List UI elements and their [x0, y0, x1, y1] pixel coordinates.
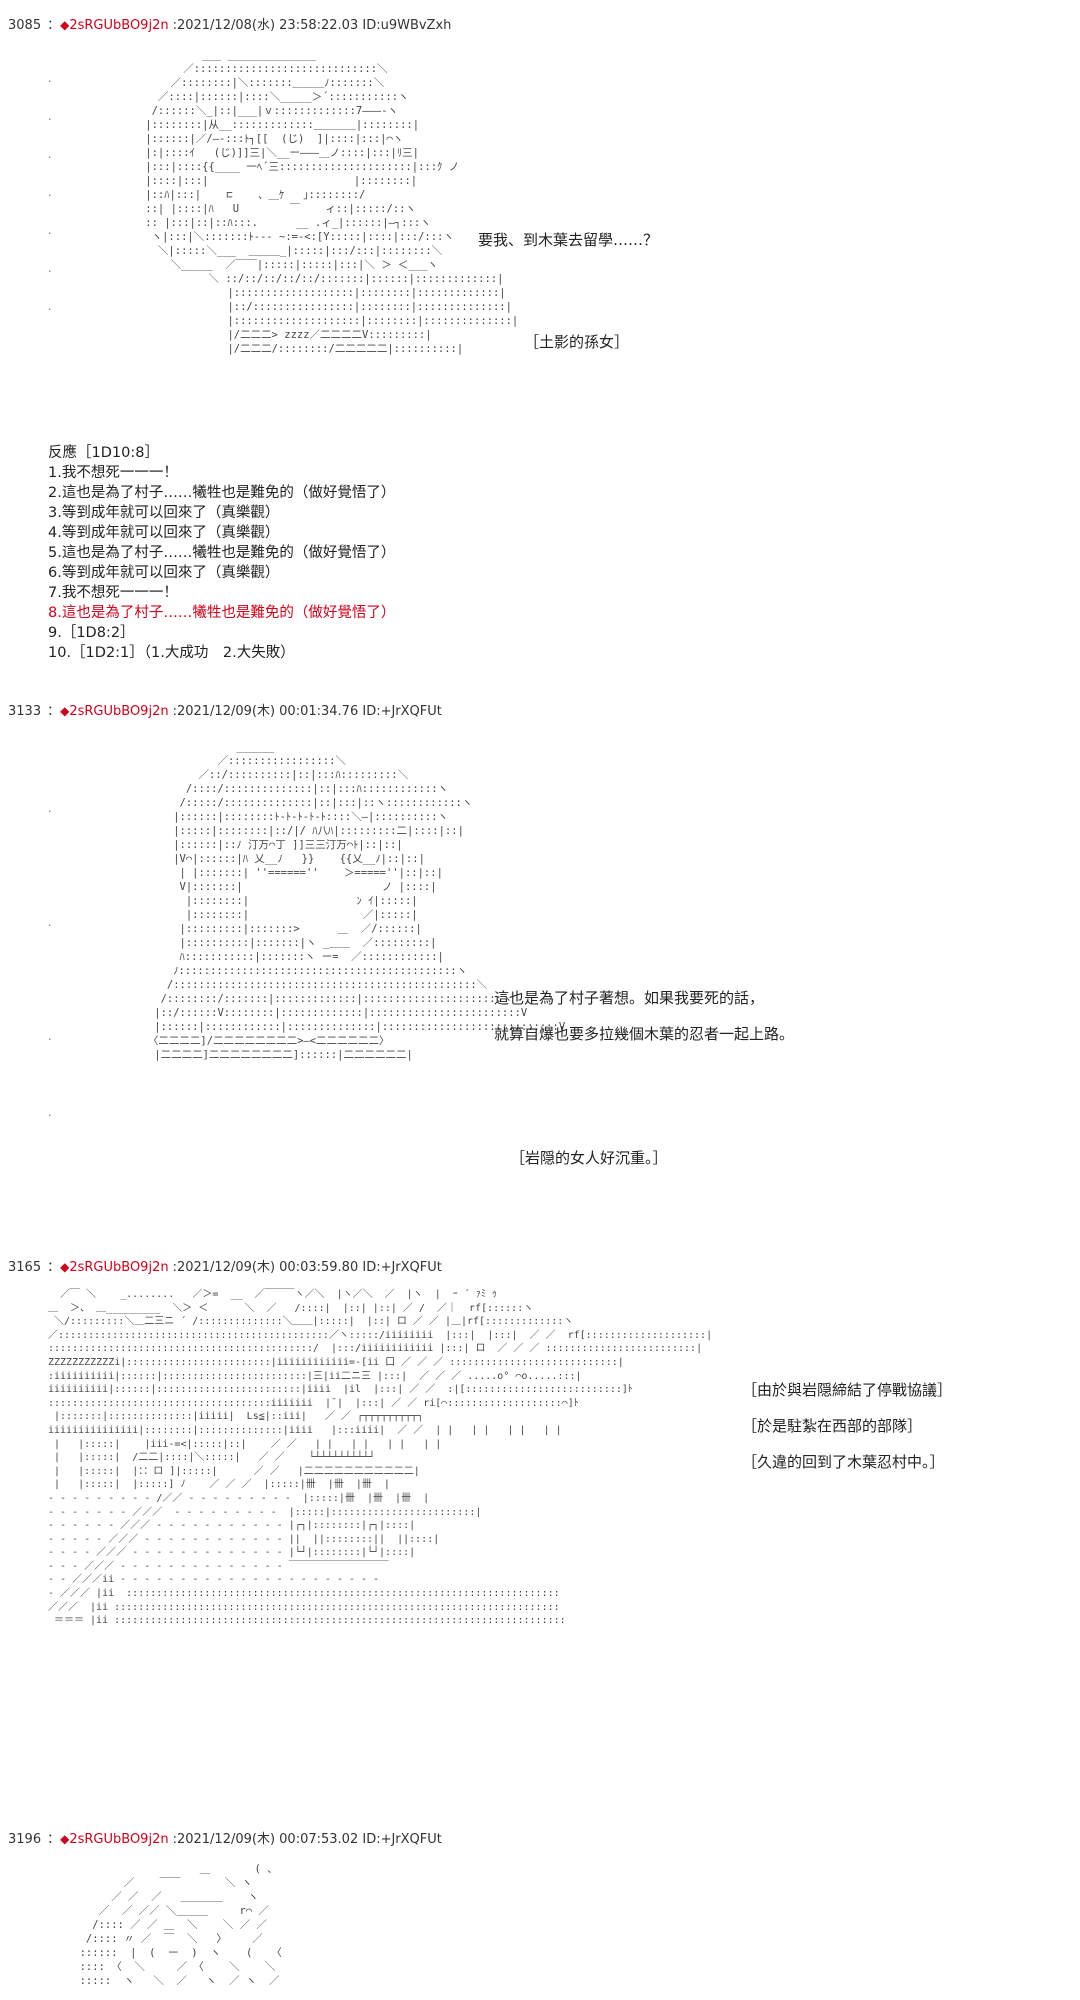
- reaction-item: 9.［1D8:2］: [48, 625, 135, 641]
- margin-dots: . . . . . . .: [48, 72, 52, 313]
- ascii-art-village: ／￣ ＼ _........ ／＞= __ ／￣￣￣ヽ／＼ |ヽ／＼ ／ |ヽ …: [48, 1289, 713, 1627]
- post-header: 3085 ：◆2sRGUbBO9j2n:2021/12/08(水) 23:58:2…: [8, 14, 451, 33]
- reaction-item: 2.這也是為了村子……犧牲也是難免的（做好覺悟了）: [48, 485, 396, 501]
- reaction-item: 6.等到成年就可以回來了（真樂觀）: [48, 565, 280, 581]
- post-trip[interactable]: 2sRGUbBO9j2n: [69, 704, 169, 719]
- reaction-list: 反應［1D10:8］ 1.我不想死一一一！ 2.這也是為了村子……犧牲也是難免的…: [48, 443, 395, 663]
- reaction-item-selected: 8.這也是為了村子……犧牲也是難免的（做好覺悟了）: [48, 605, 396, 621]
- post-meta: :2021/12/08(水) 23:58:22.03 ID:u9WBvZxh: [172, 18, 452, 33]
- trip-diamond-icon: ◆: [60, 1832, 70, 1846]
- post-separator: ：: [47, 1832, 61, 1847]
- post-number[interactable]: 3196: [8, 1832, 42, 1847]
- dialog-caption: ［於是駐紮在西部的部隊］: [742, 1417, 923, 1435]
- post-meta: :2021/12/09(木) 00:03:59.80 ID:+JrXQFUt: [172, 1260, 442, 1275]
- post-meta: :2021/12/09(木) 00:07:53.02 ID:+JrXQFUt: [172, 1832, 442, 1847]
- ascii-art-girl: ___ ______________ ／::::::::::::::::::::…: [145, 49, 519, 355]
- post-header: 3196 ：◆2sRGUbBO9j2n:2021/12/09(木) 00:07:5…: [8, 1828, 442, 1847]
- post-number[interactable]: 3085: [8, 18, 42, 33]
- dialog-line: 要我、到木葉去留學……？: [478, 231, 659, 249]
- reaction-title: 反應［1D10:8］: [48, 445, 159, 461]
- reaction-item: 5.這也是為了村子……犧牲也是難免的（做好覺悟了）: [48, 545, 396, 561]
- dialog-caption: ［由於與岩隠締結了停戰協議］: [742, 1381, 953, 1399]
- dialog-caption: ［岩隠的女人好沉重。］: [510, 1149, 668, 1167]
- reaction-item: 1.我不想死一一一！: [48, 465, 178, 481]
- ascii-art-girl-2: ______ ／:::::::::::::::::＼ ／::/:::::::::…: [147, 741, 566, 1061]
- dialog-line: 這也是為了村子著想。如果我要死的話，: [494, 989, 765, 1007]
- post-trip[interactable]: 2sRGUbBO9j2n: [69, 18, 169, 33]
- post-header: 3165 ：◆2sRGUbBO9j2n:2021/12/09(木) 00:03:5…: [8, 1256, 442, 1275]
- trip-diamond-icon: ◆: [60, 1260, 70, 1274]
- reaction-item: 7.我不想死一一一！: [48, 585, 178, 601]
- post-separator: ：: [47, 1260, 61, 1275]
- margin-dots: . . . .: [48, 802, 52, 1119]
- trip-diamond-icon: ◆: [60, 704, 70, 718]
- ascii-art-partial: ＿ ( 、 ／ ￣￣ ＼ ヽ ／ ／ ／ ＿＿＿＿ ヽ ／ ／ ／／ ＼＿＿＿ …: [79, 1863, 282, 1987]
- post-trip[interactable]: 2sRGUbBO9j2n: [69, 1832, 169, 1847]
- post-separator: ：: [47, 18, 61, 33]
- reaction-item: 3.等到成年就可以回來了（真樂觀）: [48, 505, 280, 521]
- post-number[interactable]: 3133: [8, 704, 42, 719]
- trip-diamond-icon: ◆: [60, 18, 70, 32]
- reaction-item: 4.等到成年就可以回來了（真樂觀）: [48, 525, 280, 541]
- reaction-item: 10.［1D2:1］（1.大成功 2.大失敗）: [48, 645, 295, 661]
- post-meta: :2021/12/09(木) 00:01:34.76 ID:+JrXQFUt: [172, 704, 442, 719]
- post-trip[interactable]: 2sRGUbBO9j2n: [69, 1260, 169, 1275]
- dialog-caption: ［土影的孫女］: [524, 333, 630, 351]
- post-header: 3133 ：◆2sRGUbBO9j2n:2021/12/09(木) 00:01:3…: [8, 700, 442, 719]
- post-number[interactable]: 3165: [8, 1260, 42, 1275]
- post-separator: ：: [47, 704, 61, 719]
- dialog-line: 就算自爆也要多拉幾個木葉的忍者一起上路。: [494, 1025, 795, 1043]
- dialog-caption: ［久違的回到了木葉忍村中。］: [742, 1453, 945, 1471]
